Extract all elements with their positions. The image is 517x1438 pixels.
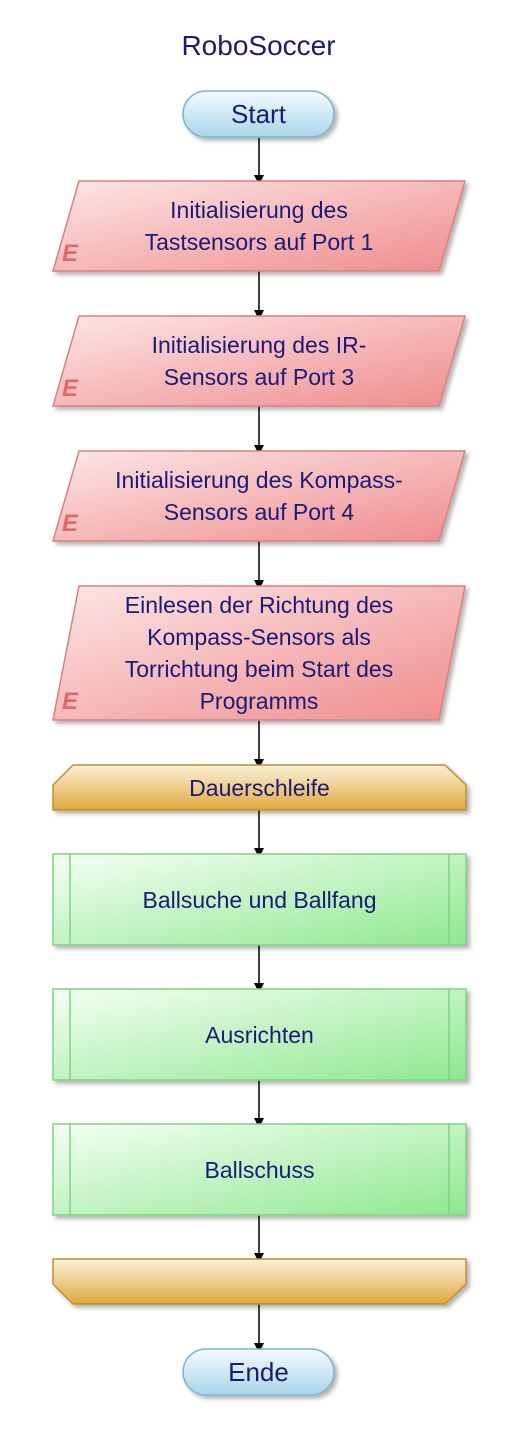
input-marker-4: E: [62, 688, 79, 715]
loop-start-shape: [52, 764, 467, 811]
input-shape-2: [52, 315, 466, 407]
input-marker-3: E: [62, 510, 79, 537]
input-shape-3: [52, 450, 466, 542]
input-marker-1: E: [62, 240, 79, 267]
diagram-title: RoboSoccer: [181, 30, 336, 61]
subroutine-shape-3: [52, 1123, 467, 1216]
input-shape-4: [52, 585, 466, 721]
loop-end-shape: [52, 1258, 467, 1305]
subroutine-shape-2: [52, 988, 467, 1081]
end-terminator: [182, 1348, 335, 1396]
start-terminator: [182, 90, 335, 138]
input-shape-1: [52, 180, 466, 272]
subroutine-shape-1: [52, 853, 467, 946]
input-marker-2: E: [62, 375, 79, 402]
